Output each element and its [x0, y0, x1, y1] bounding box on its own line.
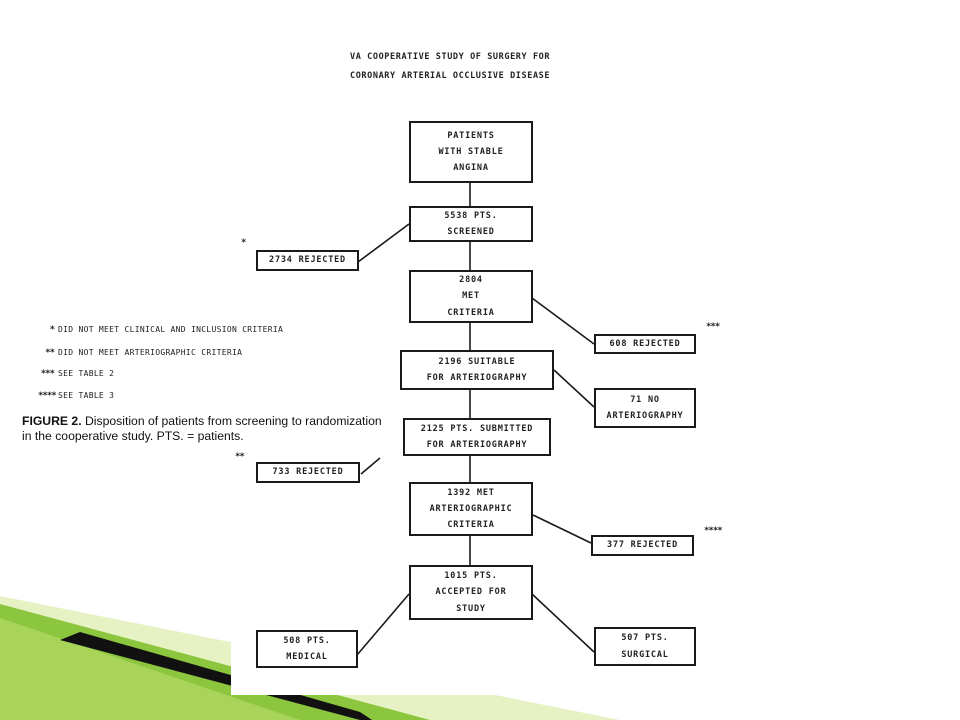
diagram-title-line2: CORONARY ARTERIAL OCCLUSIVE DISEASE: [350, 71, 551, 81]
box-line: 2804: [459, 275, 483, 286]
box-608-rejected: 608 REJECTED: [594, 334, 696, 354]
connector-screened-rejected: [357, 223, 410, 263]
diagram-title-line1: VA COOPERATIVE STUDY OF SURGERY FOR: [350, 52, 551, 62]
box-2734-rejected: 2734 REJECTED: [256, 250, 359, 271]
box-line: PATIENTS: [447, 130, 495, 141]
marker-quadruple-asterisk: ****: [704, 526, 723, 536]
legend-text: SEE TABLE 2: [58, 369, 115, 378]
legend-item: ****SEE TABLE 3: [38, 391, 114, 401]
figure-caption-text: Disposition of patients from screening t…: [22, 414, 382, 443]
box-line: ACCEPTED FOR: [435, 587, 507, 598]
box-508-medical: 508 PTS. MEDICAL: [256, 630, 358, 668]
box-line: 1015 PTS.: [444, 571, 498, 582]
box-line: 2125 PTS. SUBMITTED: [420, 423, 534, 434]
box-line: 507 PTS.: [621, 633, 669, 644]
box-line: 508 PTS.: [283, 635, 331, 646]
figure-caption: FIGURE 2. Disposition of patients from s…: [22, 414, 394, 444]
box-507-surgical: 507 PTS. SURGICAL: [594, 627, 696, 666]
box-suitable-arteriography: 2196 SUITABLE FOR ARTERIOGRAPHY: [400, 350, 554, 390]
legend-marker: *: [49, 325, 55, 335]
box-line: 733 REJECTED: [272, 467, 344, 478]
box-line: SCREENED: [447, 227, 495, 237]
box-line: SURGICAL: [621, 649, 669, 660]
legend-marker: ***: [40, 369, 55, 379]
box-line: 5538 PTS.: [444, 210, 498, 221]
box-71-no-arteriography: 71 NO ARTERIOGRAPHY: [594, 388, 696, 428]
marker-triple-asterisk: ***: [706, 322, 720, 332]
box-line: CRITERIA: [447, 520, 495, 531]
marker-single-asterisk: *: [241, 238, 247, 248]
box-line: WITH STABLE: [438, 146, 504, 157]
box-line: ANGINA: [453, 163, 489, 174]
box-met-criteria: 2804 MET CRITERIA: [409, 270, 533, 323]
box-submitted-arteriography: 2125 PTS. SUBMITTED FOR ARTERIOGRAPHY: [403, 418, 551, 456]
box-met-arteriographic-criteria: 1392 MET ARTERIOGRAPHIC CRITERIA: [409, 482, 533, 536]
connector-submitted-rejected: [360, 457, 381, 475]
legend-marker: **: [45, 348, 55, 358]
box-line: CRITERIA: [447, 307, 495, 318]
figure-caption-label: FIGURE 2.: [22, 414, 82, 428]
legend-text: DID NOT MEET CLINICAL AND INCLUSION CRIT…: [58, 325, 284, 334]
box-line: 2196 SUITABLE: [438, 356, 516, 367]
box-patients-stable-angina: PATIENTS WITH STABLE ANGINA: [409, 121, 533, 183]
legend-text: SEE TABLE 3: [58, 391, 115, 400]
box-line: ARTERIOGRAPHIC: [429, 503, 513, 514]
connector-met-rejected: [531, 297, 595, 345]
box-line: 2734 REJECTED: [269, 255, 346, 266]
connector-arterio-rejected: [532, 514, 592, 544]
legend-item: **DID NOT MEET ARTERIOGRAPHIC CRITERIA: [38, 348, 242, 358]
box-line: FOR ARTERIOGRAPHY: [426, 440, 528, 450]
marker-double-asterisk: **: [235, 452, 245, 462]
box-accepted-for-study: 1015 PTS. ACCEPTED FOR STUDY: [409, 565, 533, 620]
box-line: FOR ARTERIOGRAPHY: [426, 373, 528, 383]
box-line: ARTERIOGRAPHY: [606, 411, 684, 421]
box-line: 608 REJECTED: [609, 338, 681, 349]
box-line: MET: [462, 291, 480, 302]
legend-item: *DID NOT MEET CLINICAL AND INCLUSION CRI…: [38, 325, 283, 335]
legend-marker: ****: [38, 391, 57, 401]
box-line: 1392 MET: [447, 487, 495, 498]
box-screened: 5538 PTS. SCREENED: [409, 206, 533, 242]
dark-band: [60, 632, 372, 720]
connector-accepted-surgical: [531, 593, 595, 653]
legend-item: ***SEE TABLE 2: [38, 369, 114, 379]
box-line: 377 REJECTED: [606, 540, 678, 551]
connector-suitable-noarterio: [553, 369, 595, 408]
box-line: 71 NO: [630, 394, 660, 405]
legend-text: DID NOT MEET ARTERIOGRAPHIC CRITERIA: [58, 348, 243, 357]
connector-accepted-medical: [356, 593, 410, 656]
box-line: MEDICAL: [286, 652, 328, 662]
box-377-rejected: 377 REJECTED: [591, 535, 694, 556]
box-733-rejected: 733 REJECTED: [256, 462, 360, 483]
box-line: STUDY: [456, 603, 486, 614]
